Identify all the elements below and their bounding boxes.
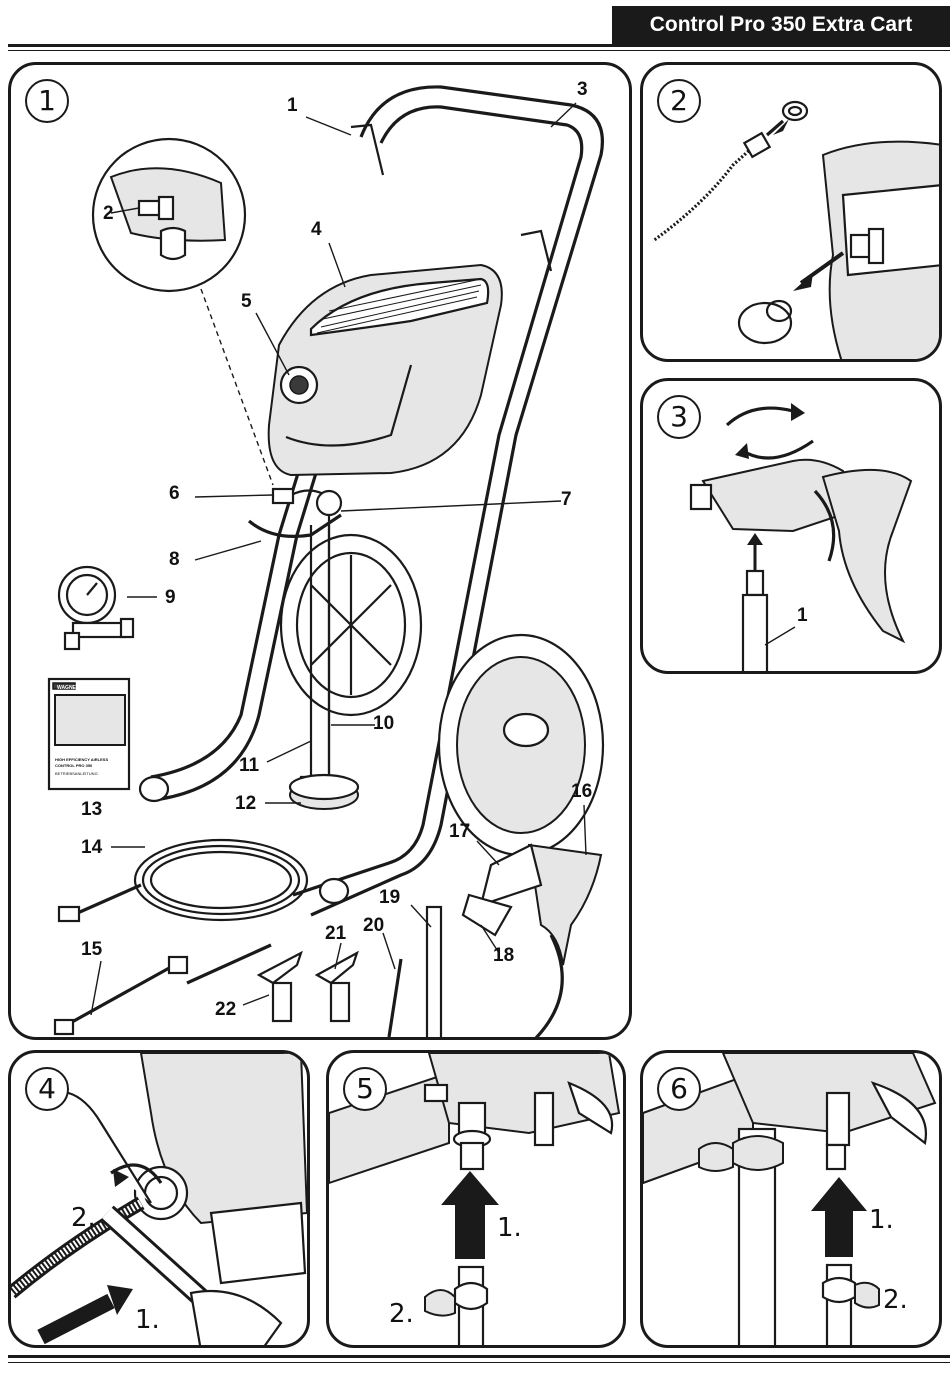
step-number-4: 4 [25, 1067, 69, 1111]
callout-17: 17 [449, 821, 471, 842]
panel-4-tighten-hose: 4 2. 1. [8, 1050, 310, 1348]
attach-suction-illustration [329, 1053, 621, 1345]
panel4-step-1: 1. [135, 1305, 160, 1335]
callout-12: 12 [235, 793, 257, 814]
callout-9: 9 [165, 587, 176, 608]
callout-15: 15 [81, 939, 103, 960]
callout-6: 6 [169, 483, 180, 504]
panel-1-overview: 1 1 2 3 4 5 6 7 8 9 10 11 12 13 14 15 16… [8, 62, 632, 1040]
manual-line-3: BETRIEBSANLEITUNG [55, 771, 98, 776]
callout-21: 21 [325, 923, 347, 944]
tighten-hose-illustration [11, 1053, 307, 1345]
callout-2: 2 [103, 203, 114, 224]
callout-13: 13 [81, 799, 103, 820]
manual-brand: WAGNER [57, 685, 80, 691]
gun-connection-illustration [689, 403, 913, 671]
outlet-cap-illustration [651, 100, 939, 359]
callout-10: 10 [373, 713, 395, 734]
callout-4: 4 [311, 219, 322, 240]
panel4-step-2: 2. [71, 1203, 96, 1233]
callout-3: 3 [577, 79, 588, 100]
callout-5: 5 [241, 291, 252, 312]
panel3-callout-1: 1 [797, 605, 808, 626]
callout-11: 11 [239, 755, 260, 776]
step-number-2: 2 [657, 79, 701, 123]
callout-16: 16 [571, 781, 593, 802]
panel-3-gun-connection: 3 1 [640, 378, 942, 674]
panel-6-secure-clip: 6 1. 2. [640, 1050, 942, 1348]
step-number-6: 6 [657, 1067, 701, 1111]
panel5-step-1: 1. [497, 1213, 522, 1243]
step-number-1: 1 [25, 79, 69, 123]
callout-22: 22 [215, 999, 237, 1020]
bottom-rule-thin [8, 1362, 950, 1363]
callout-18: 18 [493, 945, 515, 966]
manual-line-2: CONTROL PRO 350 [55, 763, 93, 768]
callout-19: 19 [379, 887, 401, 908]
secure-clip-illustration [643, 1053, 937, 1345]
sprayer-overview-illustration [47, 85, 605, 1037]
callout-14: 14 [81, 837, 103, 858]
callout-8: 8 [169, 549, 180, 570]
callout-20: 20 [363, 915, 385, 936]
panel6-step-1: 1. [869, 1205, 894, 1235]
manual-line-1: HIGH EFFICIENCY AIRLESS [55, 757, 109, 762]
step-number-5: 5 [343, 1067, 387, 1111]
step-number-3: 3 [657, 395, 701, 439]
bottom-rule [8, 1355, 950, 1358]
callout-1: 1 [287, 95, 298, 116]
top-rule-thin [8, 50, 950, 51]
panel-5-attach-suction: 5 1. 2. [326, 1050, 626, 1348]
panel6-step-2: 2. [883, 1285, 908, 1315]
callout-7: 7 [561, 489, 572, 510]
panel-2-outlet-cap: 2 [640, 62, 942, 362]
document-title: Control Pro 350 Extra Cart [612, 6, 950, 44]
panel5-step-2: 2. [389, 1299, 414, 1329]
top-rule [8, 44, 950, 47]
